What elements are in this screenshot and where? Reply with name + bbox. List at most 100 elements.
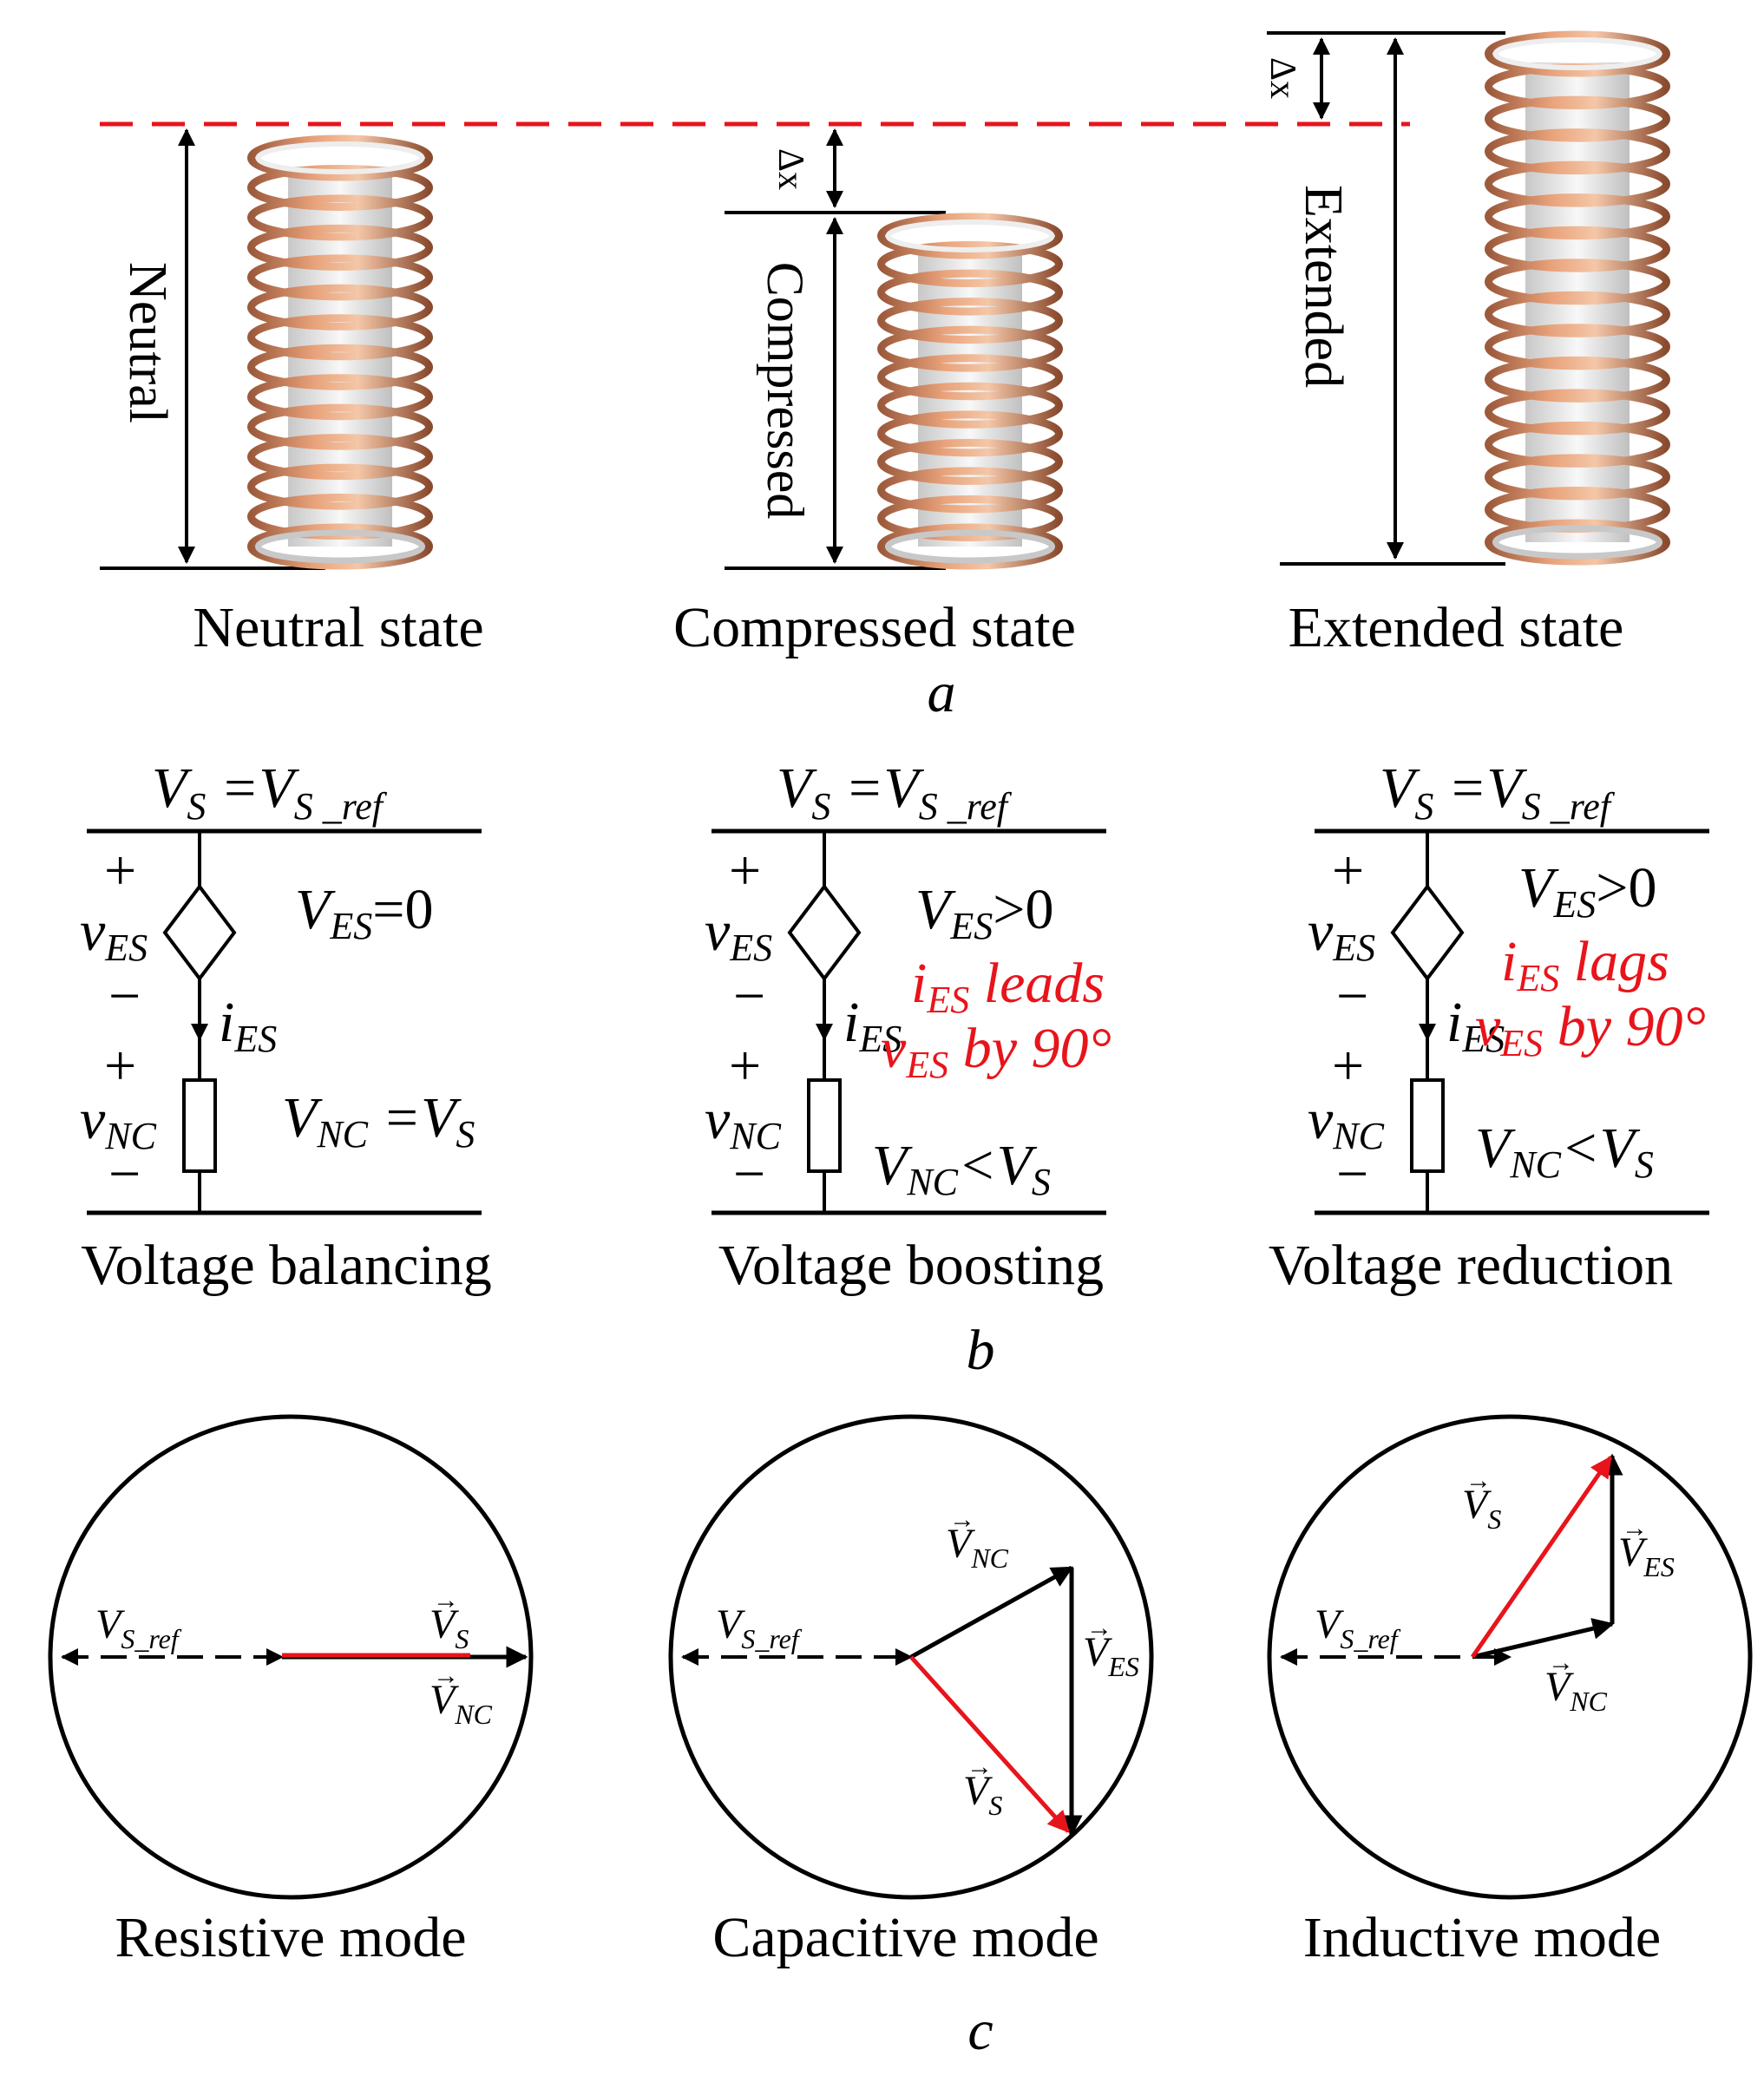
ves-equation: VES=0 [295,878,433,947]
coil-turn [877,269,1063,316]
vnc-label: VNC [430,1677,493,1730]
compressed-caption: Compressed state [673,596,1076,659]
phasor-circle [48,1414,534,1900]
coil-turn [1485,30,1670,77]
ves-equation: VES>0 [1518,856,1656,926]
coil-turn [247,523,433,570]
vnc-label: vNC [80,1088,157,1157]
coil-turn [247,403,433,450]
coil-turn [247,164,433,211]
ves-label: VES [1083,1629,1139,1682]
plus-sign: + [104,1034,136,1097]
coil-turn [877,213,1063,259]
neutral-caption: Neutral state [193,596,483,659]
resistor-icon [1410,1078,1445,1173]
coil-turn [877,298,1063,344]
vector-arrow-accent: → [1466,1466,1492,1495]
vector-arrow-accent: → [1086,1614,1112,1642]
coil-turn [877,438,1063,485]
coil-turn [877,354,1063,401]
coil-turn [1485,128,1670,175]
minus-sign: − [733,1143,765,1206]
neutral-coil-icon [247,134,433,570]
coil-turn [877,410,1063,457]
vector-arrow-accent: → [433,1586,459,1614]
extended-dim-label: Extended [1294,185,1353,388]
phasor-circle [668,1414,1154,1900]
controlled-source-icon [162,883,237,982]
vs-vector [1470,1455,1613,1659]
panel-b-tag: b [967,1319,995,1382]
vs-label: VS [430,1601,469,1654]
vs-vector [909,1655,1070,1833]
extended-spring-group: Δx Extended Extended state [1262,30,1670,659]
coil-bottom-ring [885,529,1055,564]
vs-ref-label: VS_ref [1315,1601,1401,1654]
panel-c-tag: c [967,1999,993,2062]
vector-arrow-accent: → [1622,1514,1648,1542]
vector-arrow-accent: → [433,1661,459,1690]
phase-relation-line-1: iES lags [1501,930,1669,999]
compressed-spring-group: Δx Compressed Compressed state [673,128,1076,659]
coil-turn [247,434,433,481]
mode-caption: Resistive mode [115,1906,466,1969]
ies-label: iES [843,991,902,1060]
panel-a: Neutral Neutral state Δx Compressed Comp… [100,30,1670,724]
controlled-source-icon [787,883,862,982]
coil-turn [1485,291,1670,337]
ves-label: VES [1618,1529,1675,1582]
coil-turn [1485,160,1670,207]
vs-label: VS [963,1768,1002,1821]
coil-turn [247,284,433,331]
coil-turn [247,194,433,241]
ves-label: vES [1308,900,1375,969]
vnc-vector [909,1565,1074,1660]
mode-caption: Capacitive mode [712,1906,1098,1969]
coil-turn [1485,454,1670,501]
coil-turn [1485,226,1670,272]
ies-label: iES [1446,991,1505,1060]
plus-sign: + [729,839,761,902]
coil-turn [877,241,1063,288]
vnc-label: VNC [946,1521,1009,1574]
coil-turn [247,494,433,540]
phase-relation-line-1: iES leads [911,952,1105,1021]
ves-label: vES [80,900,148,969]
minus-sign: − [1336,965,1368,1028]
coil-turn [247,344,433,390]
neutral-spring-group: Neutral Neutral state [100,128,484,659]
minus-sign: − [108,1143,141,1206]
coil-bottom-ring [255,529,425,564]
vs-ref-label: VS_ref [95,1601,182,1654]
coil-turn [1485,95,1670,142]
coil-turn [877,467,1063,514]
vnc-equation: VNC<VS [872,1134,1051,1203]
coil-turn [877,494,1063,541]
vnc-equation: VNC =VS [282,1086,475,1156]
vnc-label: VNC [1544,1664,1608,1717]
vnc-label: vNC [705,1088,782,1157]
bus-voltage-label: VS =VS _ref [777,756,1013,828]
vnc-equation: VNC<VS [1475,1117,1654,1186]
extended-delta-label: Δx [1262,57,1302,99]
panel-a-tag: a [928,661,956,724]
circuit-caption: Voltage reduction [1269,1234,1673,1297]
phasor-circle [1267,1414,1753,1900]
ies-label: iES [219,991,277,1060]
minus-sign: − [1336,1143,1368,1206]
coil-turn [247,254,433,301]
coil-turn [1485,259,1670,305]
extended-caption: Extended state [1289,596,1624,659]
bus-voltage-label: VS =VS _ref [152,756,388,828]
coil-turn [1485,193,1670,240]
extended-coil-icon [1485,30,1670,566]
coil-turn [1485,421,1670,468]
neutral-dim-label: Neutral [118,262,177,423]
bus-voltage-label: VS =VS _ref [1380,756,1616,828]
controlled-source-icon [1390,883,1465,982]
